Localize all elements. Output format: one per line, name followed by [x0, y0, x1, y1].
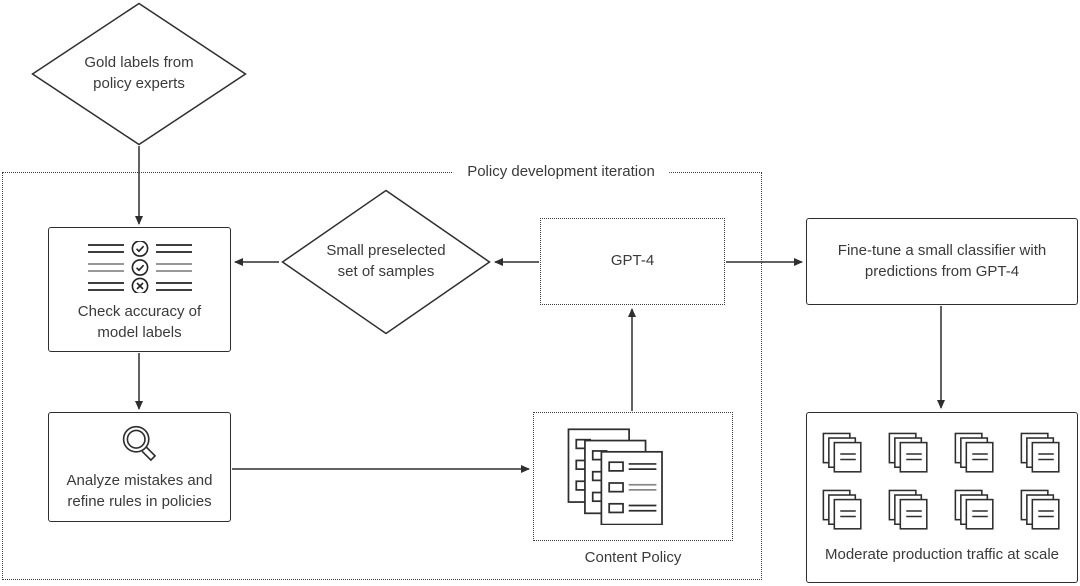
node-analyze-mistakes: Analyze mistakes and refine rules in pol… — [48, 412, 231, 522]
check-accuracy-text: Check accuracy of model labels — [77, 303, 202, 341]
node-small-preselected: Small preselected set of samples — [281, 189, 491, 335]
magnifier-icon — [122, 425, 156, 462]
moderate-traffic-text: Moderate production traffic at scale — [824, 546, 1060, 563]
pages-stack-icon — [1020, 489, 1062, 533]
pages-stack-grid — [822, 432, 1062, 533]
pages-stack-icon — [954, 432, 996, 476]
pages-stack-icon — [954, 489, 996, 533]
small-preselected-text: Small preselected set of samples — [326, 242, 446, 280]
pages-stack-icon — [1020, 432, 1062, 476]
node-check-accuracy: Check accuracy of model labels — [48, 227, 231, 352]
gold-labels-text: Gold labels from policy experts — [84, 54, 194, 92]
node-content-policy — [533, 412, 733, 541]
node-gold-labels: Gold labels from policy experts — [31, 2, 247, 146]
pages-stack-icon — [822, 432, 864, 476]
gpt4-text: GPT-4 — [610, 252, 655, 270]
documents-stack-icon — [567, 428, 663, 525]
diamond-shape — [281, 189, 491, 335]
node-fine-tune: Fine-tune a small classifier with predic… — [806, 218, 1078, 305]
node-moderate-traffic: Moderate production traffic at scale — [806, 412, 1078, 583]
container-title: Policy development iteration — [453, 162, 669, 183]
checklist-icon — [87, 241, 192, 293]
pages-stack-icon — [888, 489, 930, 533]
content-policy-label: Content Policy — [584, 549, 682, 566]
pages-stack-icon — [822, 489, 864, 533]
fine-tune-text: Fine-tune a small classifier with predic… — [837, 241, 1047, 280]
analyze-mistakes-text: Analyze mistakes and refine rules in pol… — [66, 472, 213, 510]
pages-stack-icon — [888, 432, 930, 476]
policy-iteration-container: Policy development iteration — [2, 162, 762, 580]
diamond-shape — [31, 2, 247, 146]
node-gpt4: GPT-4 — [540, 218, 725, 305]
